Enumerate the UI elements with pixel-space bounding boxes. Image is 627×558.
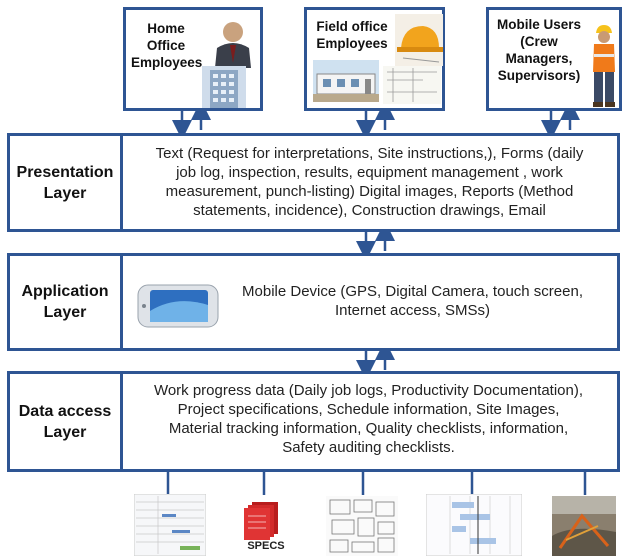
presentation-layer-text: Text (Request for interpretations, Site … (155, 145, 584, 219)
gantt-schedule-icon (134, 494, 206, 556)
construction-drawings-icon (326, 496, 398, 556)
construction-worker-icon (593, 25, 615, 107)
site-photo-icon (552, 496, 616, 556)
smartphone-icon (137, 284, 219, 328)
field-office-label: Field office Employees (316, 19, 388, 51)
office-building-icon (202, 66, 246, 108)
data-access-layer-text: Work progress data (Daily job logs, Prod… (153, 382, 584, 456)
businessman-icon (215, 22, 251, 68)
specs-icon: SPECS (240, 500, 292, 554)
specs-label: SPECS (247, 540, 285, 552)
mobile-users-box: Mobile Users (Crew Managers, Supervisors… (486, 7, 622, 111)
mobile-users-label: Mobile Users (Crew Managers, Supervisors… (496, 17, 582, 83)
hard-hat-icon (395, 14, 443, 66)
blueprint-icon (383, 66, 441, 104)
progress-chart-icon (426, 494, 522, 556)
home-office-label: Home Office Employees (131, 21, 203, 70)
field-office-box: Field office Employees (304, 7, 445, 111)
home-office-box: Home Office Employees (123, 7, 263, 111)
site-office-icon (313, 60, 379, 102)
application-layer-text: Mobile Device (GPS, Digital Camera, touc… (242, 283, 583, 319)
